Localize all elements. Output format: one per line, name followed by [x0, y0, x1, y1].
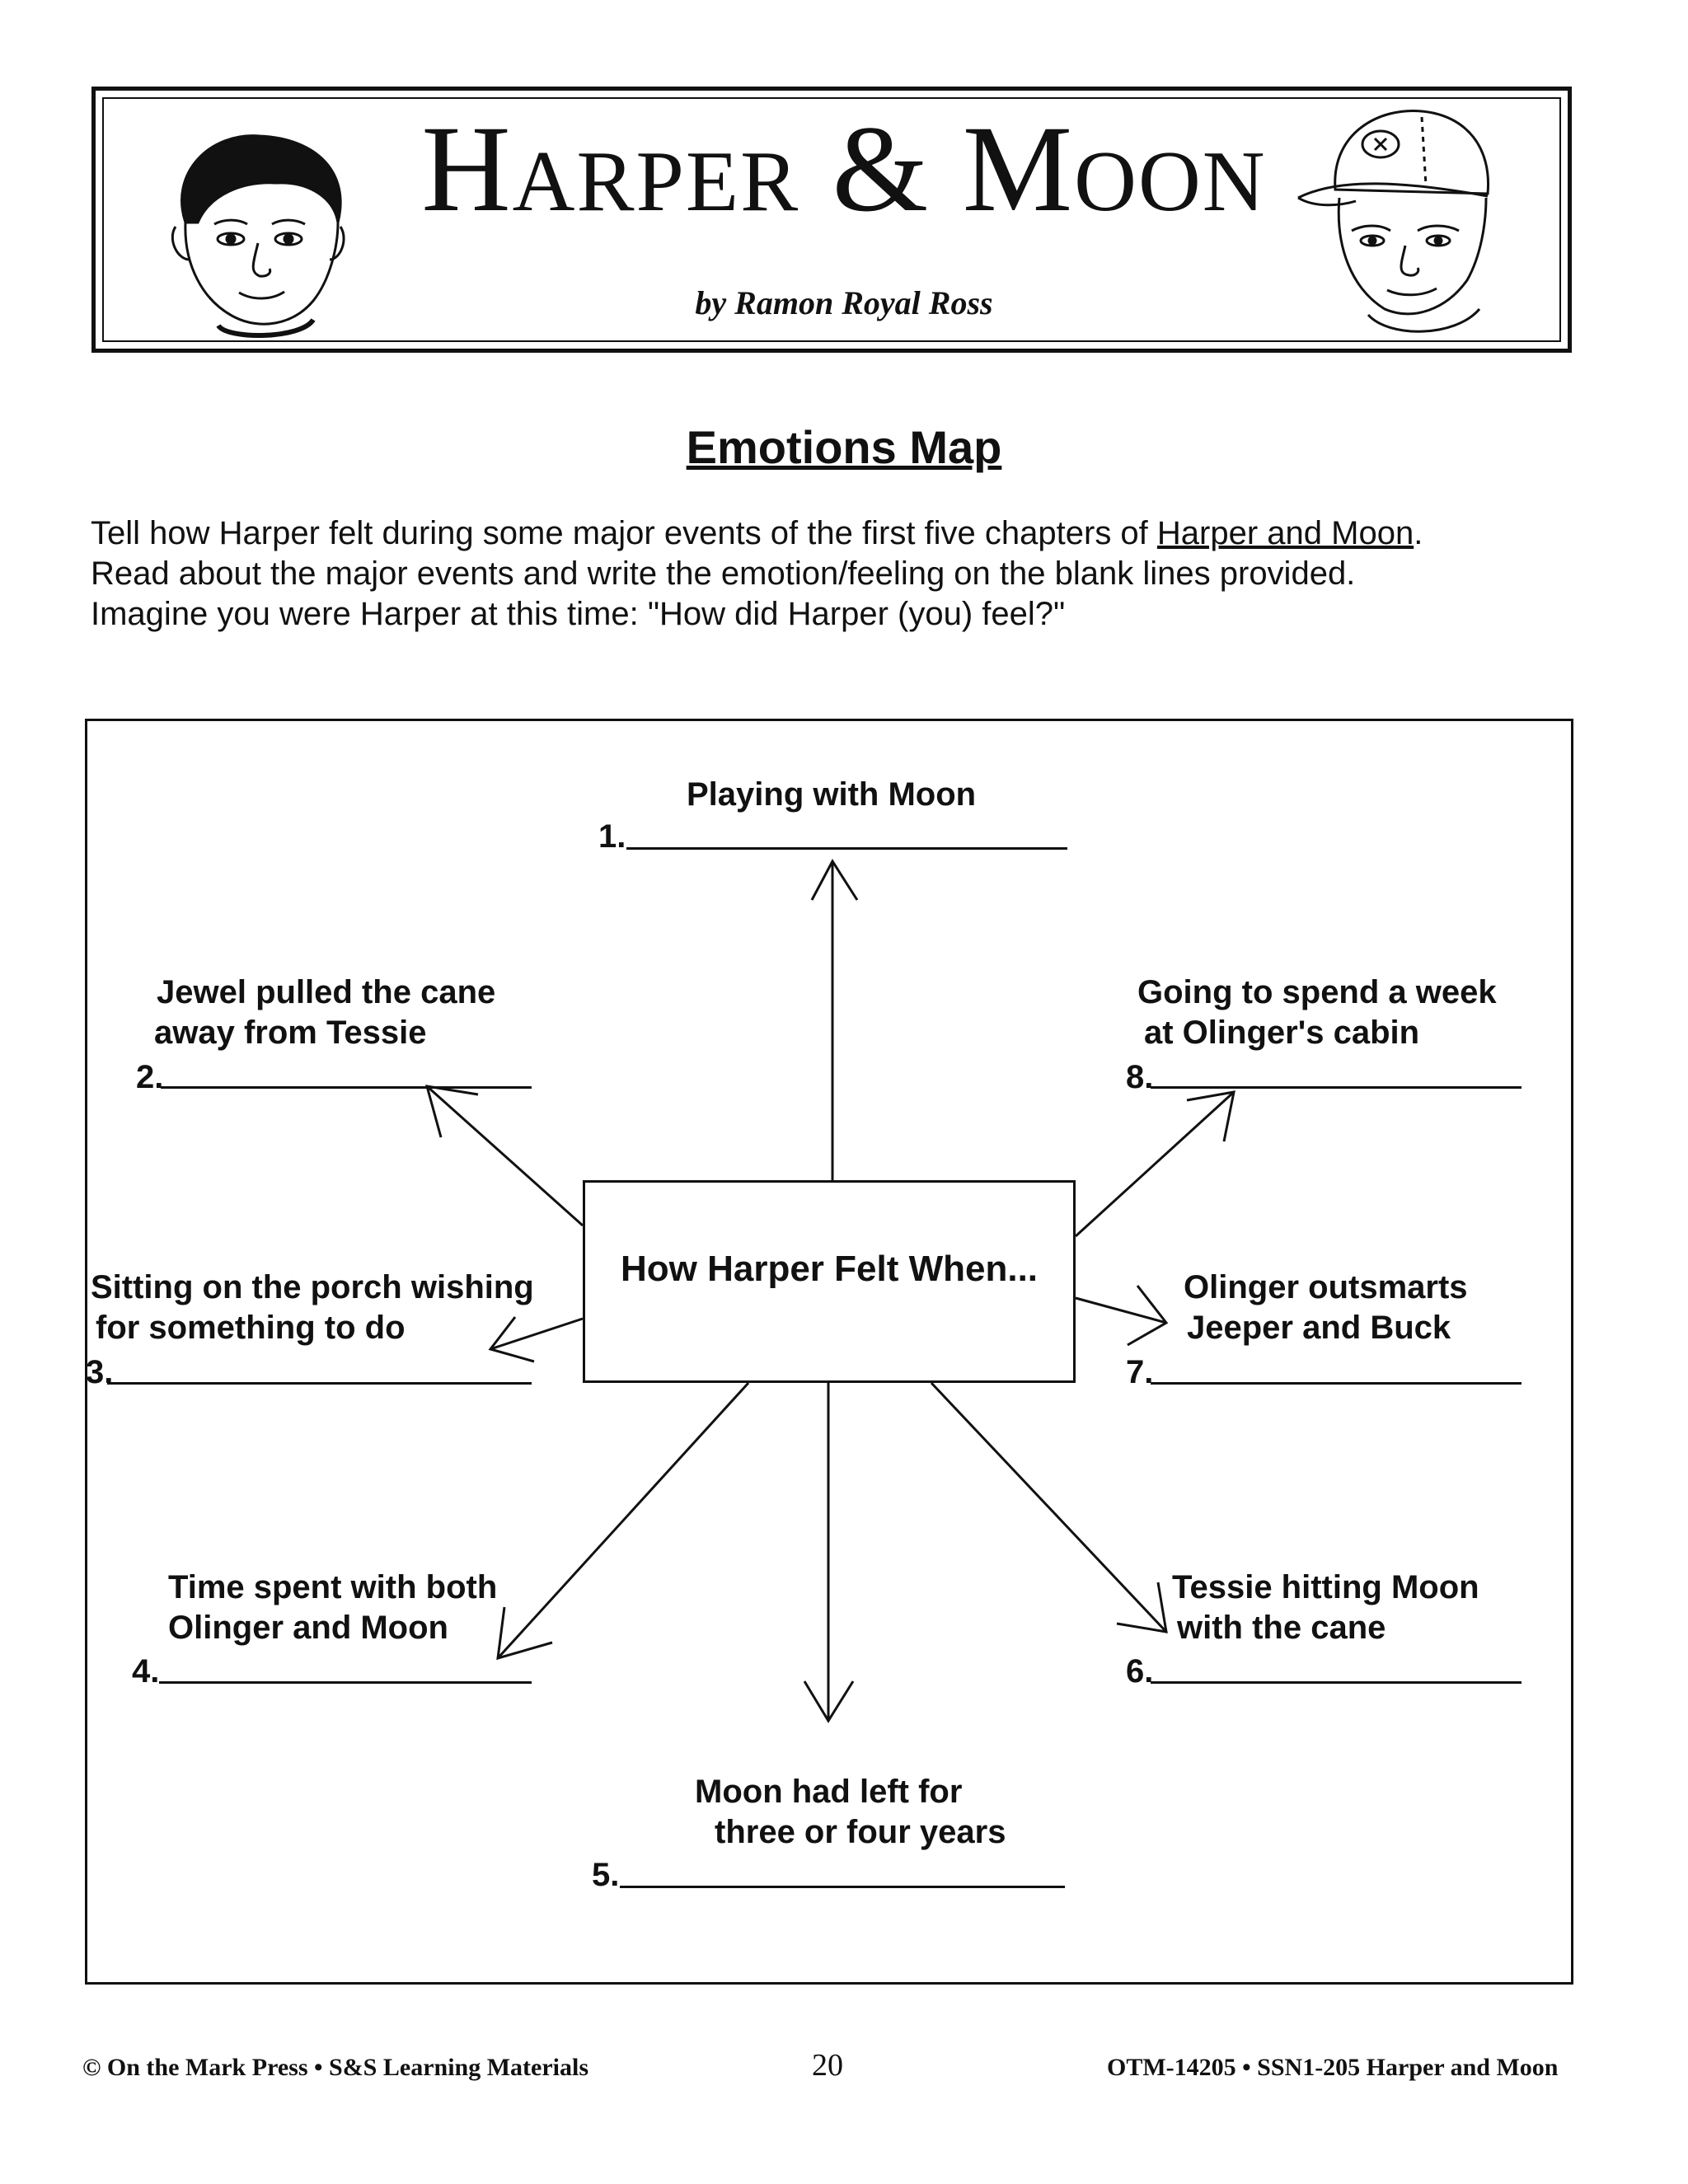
event-4-description: Time spent with both Olinger and Moon — [168, 1568, 497, 1648]
event-5-number: 5. — [592, 1858, 619, 1891]
event-4-answer-line[interactable] — [159, 1681, 532, 1684]
arrow-to-event-7 — [1076, 1286, 1166, 1345]
event-2-line-1: Jewel pulled the cane — [157, 972, 495, 1013]
arrow-to-event-4 — [498, 1383, 748, 1658]
event-5-answer-line[interactable] — [620, 1886, 1065, 1888]
event-2-answer-line[interactable] — [161, 1086, 532, 1089]
event-1-answer-line[interactable] — [626, 847, 1067, 850]
event-4-line-2: Olinger and Moon — [168, 1608, 497, 1648]
event-7-answer-line[interactable] — [1151, 1382, 1522, 1385]
event-1-number: 1. — [598, 820, 626, 853]
event-5-line-2: three or four years — [715, 1812, 1006, 1853]
event-5-line-1: Moon had left for — [695, 1772, 1006, 1812]
event-6-number: 6. — [1126, 1655, 1153, 1688]
event-6-line-2: with the cane — [1177, 1608, 1479, 1648]
event-8-line-2: at Olinger's cabin — [1144, 1013, 1497, 1053]
arrow-to-event-2 — [427, 1086, 583, 1226]
event-6-answer-line[interactable] — [1151, 1681, 1522, 1684]
event-8-line-1: Going to spend a week — [1137, 972, 1497, 1013]
event-7-line-2: Jeeper and Buck — [1187, 1308, 1468, 1348]
event-7-description: Olinger outsmarts Jeeper and Buck — [1184, 1268, 1468, 1348]
event-2-description: Jewel pulled the cane away from Tessie — [157, 972, 495, 1053]
event-1-description: Playing with Moon — [687, 775, 976, 815]
event-4-number: 4. — [132, 1655, 159, 1688]
footer-product-code: OTM-14205 • SSN1-205 Harper and Moon — [1107, 2054, 1558, 2082]
event-3-description: Sitting on the porch wishing for somethi… — [91, 1268, 534, 1348]
event-7-line-1: Olinger outsmarts — [1184, 1268, 1468, 1308]
center-topic-label: How Harper Felt When... — [583, 1249, 1076, 1290]
event-2-line-2: away from Tessie — [154, 1013, 495, 1053]
arrow-to-event-5 — [804, 1383, 853, 1721]
event-4-line-1: Time spent with both — [168, 1568, 497, 1608]
event-6-description: Tessie hitting Moon with the cane — [1172, 1568, 1479, 1648]
arrow-to-event-1 — [812, 861, 857, 1180]
arrow-to-event-8 — [1076, 1092, 1234, 1236]
event-2-number: 2. — [136, 1061, 163, 1094]
event-3-line-1: Sitting on the porch wishing — [91, 1268, 534, 1308]
event-5-description: Moon had left for three or four years — [695, 1772, 1006, 1853]
event-7-number: 7. — [1126, 1356, 1153, 1389]
event-8-description: Going to spend a week at Olinger's cabin — [1137, 972, 1497, 1053]
event-3-answer-line[interactable] — [107, 1382, 532, 1385]
arrow-to-event-6 — [931, 1383, 1166, 1632]
footer-copyright: © On the Mark Press • S&S Learning Mater… — [82, 2054, 588, 2082]
event-1-line-1: Playing with Moon — [687, 775, 976, 815]
event-3-line-2: for something to do — [96, 1308, 534, 1348]
event-8-answer-line[interactable] — [1151, 1086, 1522, 1089]
event-8-number: 8. — [1126, 1061, 1153, 1094]
event-6-line-1: Tessie hitting Moon — [1172, 1568, 1479, 1608]
page-number: 20 — [812, 2047, 843, 2083]
